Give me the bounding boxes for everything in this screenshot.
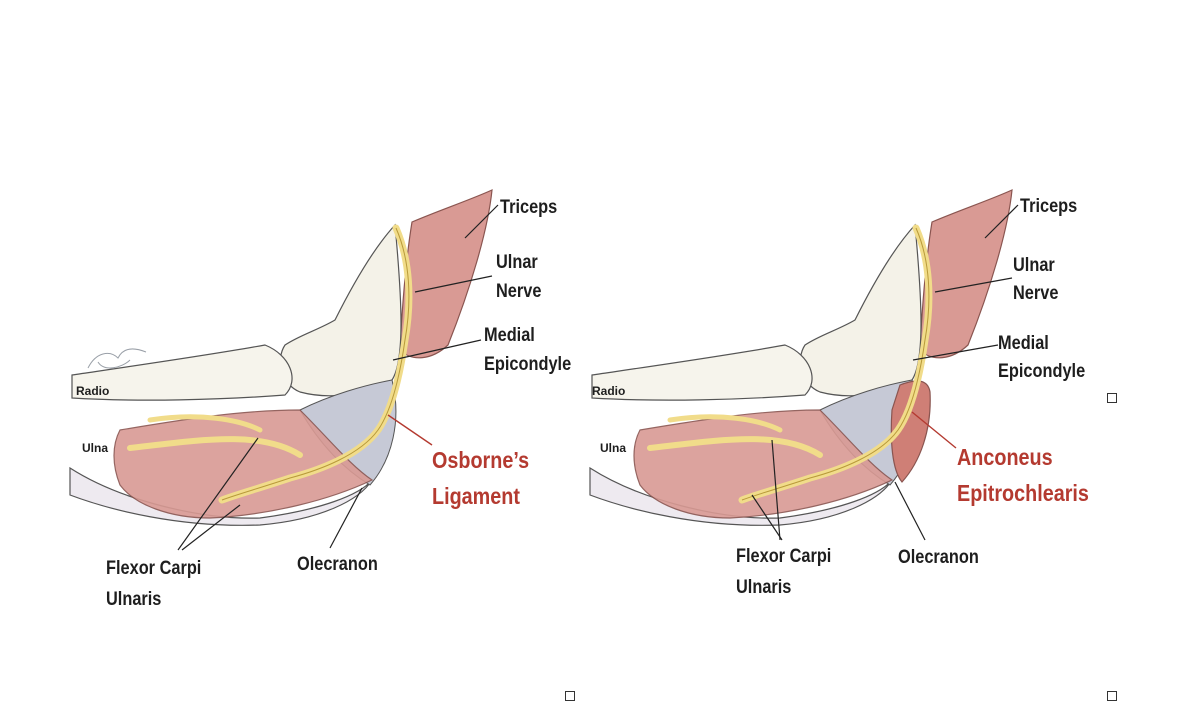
label-osborne-line2: Ligament <box>432 483 520 509</box>
label-fcu-line2: Ulnaris <box>106 589 162 610</box>
label-medial-epicondyle-line2: Epicondyle <box>484 354 572 375</box>
fcu-muscle <box>113 409 374 519</box>
resize-handle[interactable] <box>1107 393 1117 403</box>
resize-handle[interactable] <box>1107 691 1117 701</box>
label-medial-epicondyle-line2: Epicondyle <box>998 361 1086 382</box>
label-medial-epicondyle-line1: Medial <box>484 325 535 346</box>
leader-fcu-1 <box>177 437 259 551</box>
label-fcu-line1: Flexor Carpi <box>106 558 202 579</box>
leader-triceps <box>464 204 499 239</box>
label-ulna: Ulna <box>600 441 627 455</box>
label-olecranon: Olecranon <box>297 554 378 575</box>
label-anconeus-line1: Anconeus <box>957 444 1053 470</box>
humerus-bone <box>799 223 922 397</box>
nerve-branch <box>647 436 823 458</box>
radius-bone <box>71 344 293 401</box>
label-fcu-line1: Flexor Carpi <box>736 546 832 567</box>
elbow-illustration <box>589 189 1019 541</box>
humerus-bone <box>279 223 402 397</box>
label-radio: Radio <box>592 384 626 398</box>
triceps-muscle <box>919 189 1013 359</box>
artist-signature <box>87 348 147 369</box>
leader-fcu-2 <box>751 494 783 541</box>
label-olecranon: Olecranon <box>898 547 979 568</box>
nerve-branch-2 <box>147 414 263 433</box>
anconeus-muscle <box>890 380 931 483</box>
leader-fcu-1 <box>771 439 781 541</box>
label-ulna: Ulna <box>82 441 109 455</box>
nerve-branch <box>127 436 303 458</box>
label-ulnar-nerve-line2: Nerve <box>1013 283 1059 304</box>
label-osborne-line1: Osborne’s <box>432 447 530 473</box>
elbow-illustration <box>69 189 499 551</box>
label-ulnar-nerve-line1: Ulnar <box>496 252 538 273</box>
leader-fcu-2 <box>181 504 241 551</box>
label-fcu-line2: Ulnaris <box>736 577 792 598</box>
triceps-muscle <box>399 189 493 359</box>
nerve-branch-2 <box>667 414 783 433</box>
leader-osborne <box>387 414 433 446</box>
label-ulnar-nerve-line1: Ulnar <box>1013 255 1055 276</box>
leader-ulnar <box>414 275 493 293</box>
resize-handle[interactable] <box>565 691 575 701</box>
radius-bone <box>591 344 813 401</box>
label-triceps: Triceps <box>1020 196 1078 217</box>
fcu-muscle <box>633 409 894 519</box>
label-medial-epicondyle-line1: Medial <box>998 333 1049 354</box>
label-anconeus-line2: Epitrochlearis <box>957 480 1089 506</box>
label-triceps: Triceps <box>500 197 558 218</box>
illustration-panel-osborne: Triceps Ulnar Nerve Medial Epicondyle Ra… <box>0 0 600 697</box>
leader-epicondyle <box>392 339 482 361</box>
leader-olecranon <box>329 487 363 549</box>
leader-triceps <box>984 204 1019 239</box>
leader-ulnar <box>934 277 1013 293</box>
label-ulnar-nerve-line2: Nerve <box>496 281 542 302</box>
leader-olecranon <box>894 481 926 541</box>
leader-anconeus <box>911 411 957 449</box>
illustration-panel-anconeus: Triceps Ulnar Nerve Medial Epicondyle Ra… <box>520 0 1120 697</box>
label-radio: Radio <box>76 384 110 398</box>
leader-epicondyle <box>912 344 999 361</box>
